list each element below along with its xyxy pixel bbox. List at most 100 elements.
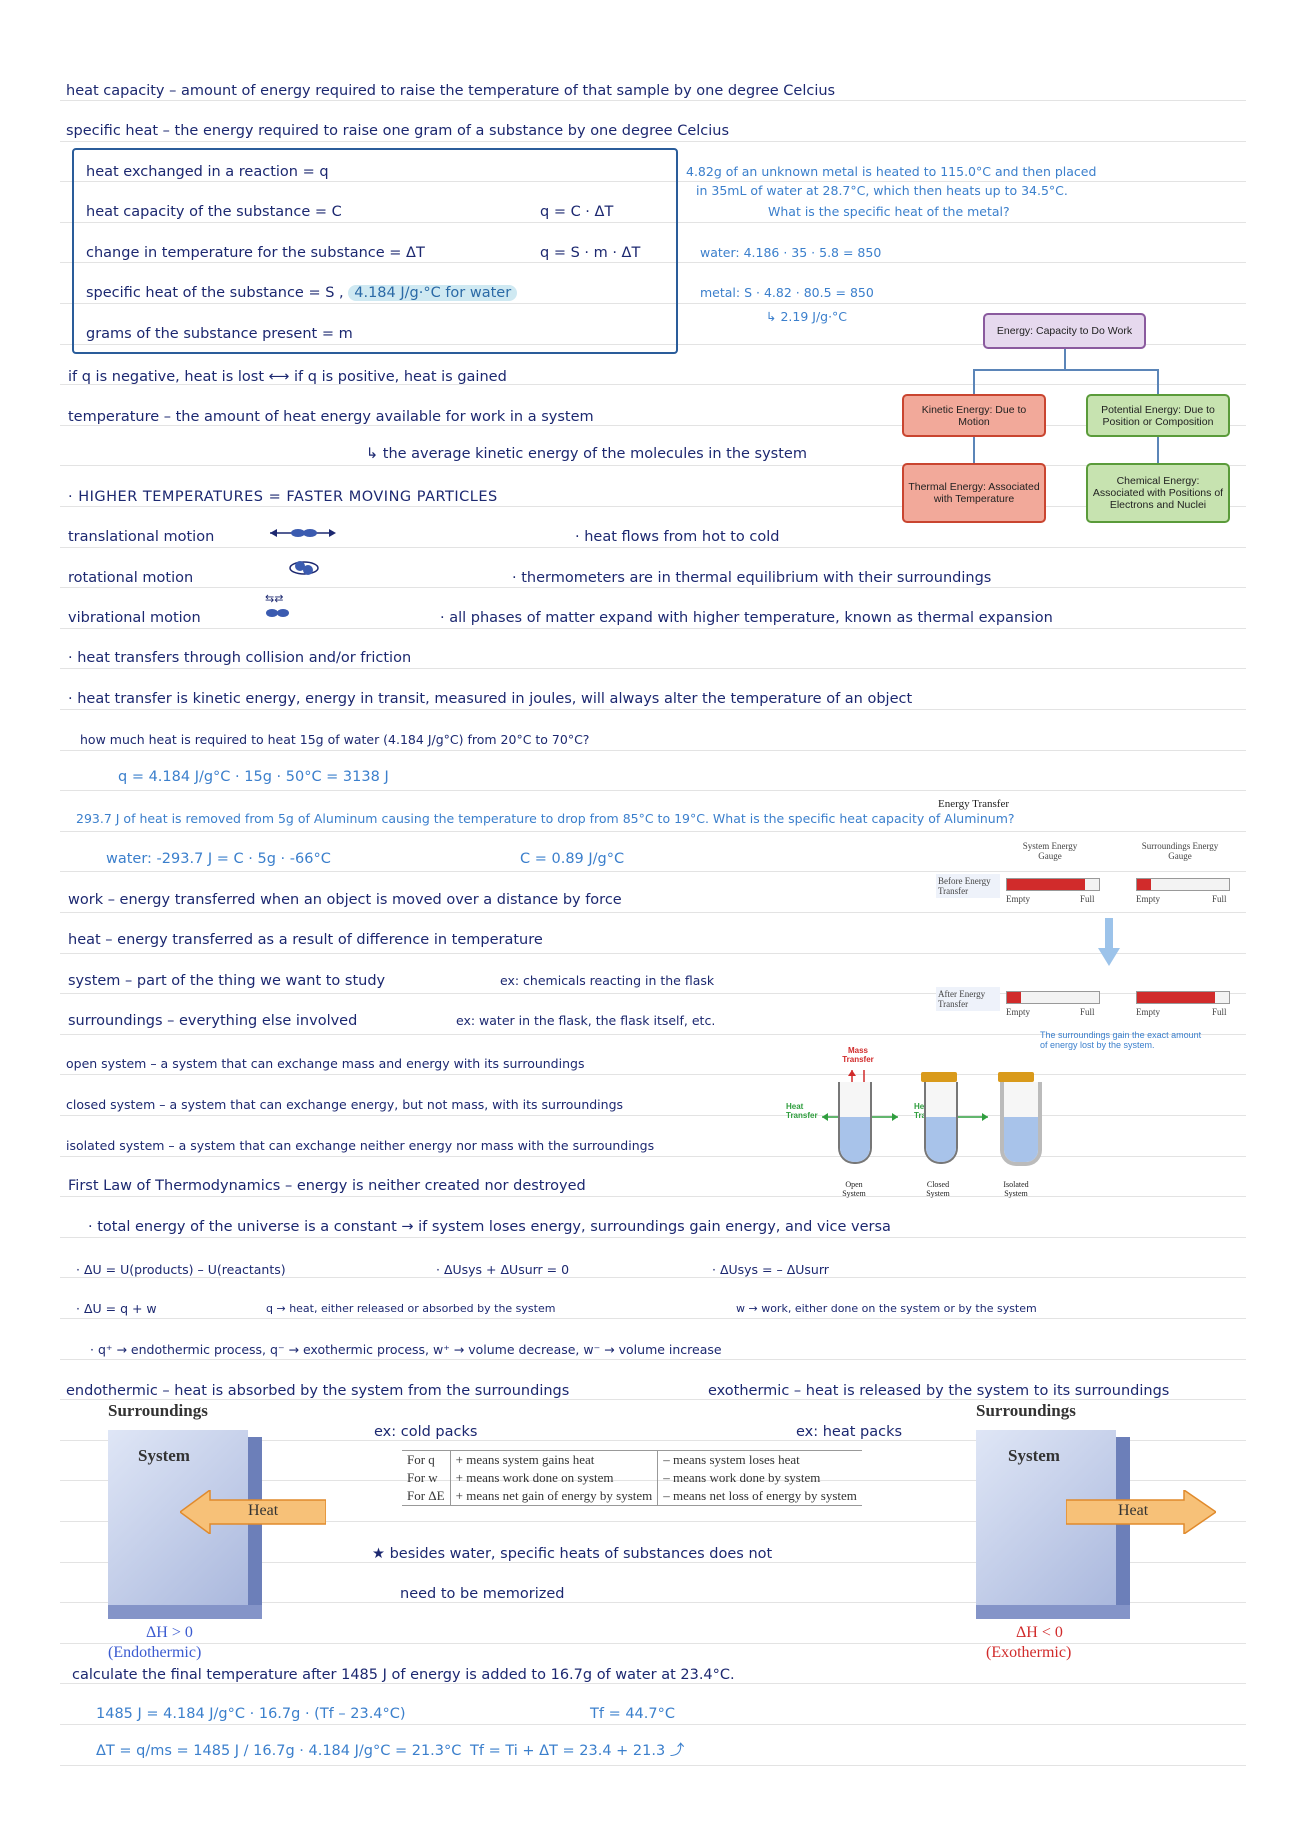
higher-temperatures: · HIGHER TEMPERATURES = FASTER MOVING PA… <box>68 489 498 505</box>
problem1-line3: What is the specific heat of the metal? <box>768 204 1010 219</box>
rule-line <box>60 1115 1246 1116</box>
concept-line <box>1064 349 1066 369</box>
rule-line <box>60 668 1246 669</box>
system-example: ex: chemicals reacting in the flask <box>500 973 715 988</box>
table-row: For w+ means work done on system – means … <box>402 1469 862 1487</box>
concept-line <box>973 369 975 394</box>
rule-line <box>60 1724 1246 1725</box>
table-cell: For w <box>402 1469 451 1487</box>
var-m: grams of the substance present = m <box>86 326 353 342</box>
cold-packs-example: ex: cold packs <box>374 1424 478 1440</box>
gauge-fill <box>1007 992 1021 1003</box>
concept-potential: Potential Energy: Due to Position or Com… <box>1086 394 1230 437</box>
isolated-system-tube <box>1000 1082 1042 1166</box>
closed-system-caption: Closed System <box>926 1180 950 1198</box>
svg-text:⇆⇄: ⇆⇄ <box>265 592 283 605</box>
gauge-empty: Empty <box>1006 1007 1030 1017</box>
variables-box <box>72 148 678 354</box>
translational-motion: translational motion <box>68 529 215 545</box>
concept-line <box>1157 437 1159 463</box>
table-cell: For q <box>402 1450 451 1469</box>
energy-transfer-title: Energy Transfer <box>938 798 1009 810</box>
before-surroundings-gauge <box>1136 878 1230 891</box>
open-system-tube <box>838 1082 872 1164</box>
q-sign-rule: if q is negative, heat is lost ⟷ if q is… <box>68 369 507 385</box>
rule-line <box>60 709 1246 710</box>
rule-line <box>60 831 1246 832</box>
q-definition: q → heat, either released or absorbed by… <box>266 1302 556 1315</box>
before-transfer-label: Before Energy Transfer <box>936 874 1000 898</box>
rule-line <box>60 587 1246 588</box>
vibrational-molecule-icon: ⇆⇄ <box>265 592 289 617</box>
vibrational-motion: vibrational motion <box>68 610 201 626</box>
w-definition: w → work, either done on the system or b… <box>736 1302 1037 1315</box>
work-definition: work – energy transferred when an object… <box>68 892 622 908</box>
rotational-molecule-icon <box>289 561 319 575</box>
tube-liquid <box>1004 1117 1038 1162</box>
table-cell: + means work done on system <box>450 1469 659 1487</box>
exo-label: (Exothermic) <box>986 1644 1072 1661</box>
heat-out-arrow-icon <box>1066 1490 1216 1534</box>
concept-line <box>973 369 1159 371</box>
problem4-question: calculate the final temperature after 14… <box>72 1667 735 1683</box>
temperature-definition: temperature – the amount of heat energy … <box>68 409 594 425</box>
delta-u-products: · ΔU = U(products) – U(reactants) <box>76 1262 286 1277</box>
after-system-gauge <box>1006 991 1100 1004</box>
problem1-water: water: 4.186 · 35 · 5.8 = 850 <box>700 245 882 260</box>
surroundings-gauge-label: Surroundings Energy Gauge <box>1141 841 1219 861</box>
problem4-answer-sum: Tf = Ti + ΔT = 23.4 + 21.3 ⤴ <box>470 1743 685 1759</box>
sign-convention-table: For q+ means system gains heat– means sy… <box>402 1450 862 1506</box>
heat-capacity-definition: heat capacity – amount of energy require… <box>66 83 836 99</box>
table-cell: For ΔE <box>402 1487 451 1506</box>
gauge-empty: Empty <box>1006 894 1030 904</box>
isolated-tube-cap <box>998 1072 1034 1082</box>
var-s-label: specific heat of the substance = S , <box>86 285 344 301</box>
collision-friction: · heat transfers through collision and/o… <box>68 650 412 666</box>
translational-arrows-icon <box>270 529 336 537</box>
closed-tube-cap <box>921 1072 957 1082</box>
problem4-answer-equation: 1485 J = 4.184 J/g°C · 16.7g · (Tf – 23.… <box>96 1706 406 1722</box>
exo-heat-label: Heat <box>1118 1502 1149 1519</box>
isolated-system-definition: isolated system – a system that can exch… <box>66 1138 655 1153</box>
gauge-full: Full <box>1080 894 1095 904</box>
delta-u-sum: · ΔUsys + ΔUsurr = 0 <box>436 1262 570 1277</box>
concept-line <box>973 437 975 463</box>
gauge-fill <box>1137 992 1216 1003</box>
table-cell: – means work done by system <box>663 1470 821 1485</box>
down-arrow-icon <box>1098 918 1120 966</box>
rule-line <box>60 871 1246 872</box>
var-dt: change in temperature for the substance … <box>86 245 425 261</box>
isolated-system-caption: Isolated System <box>1003 1180 1029 1198</box>
concept-chemical: Chemical Energy: Associated with Positio… <box>1086 463 1230 523</box>
gauge-full: Full <box>1212 894 1227 904</box>
rule-line <box>60 953 1246 954</box>
heat-definition: heat – energy transferred as a result of… <box>68 932 543 948</box>
table-cell: + means system gains heat <box>450 1450 659 1469</box>
problem4-answer-dt: ΔT = q/ms = 1485 J / 16.7g · 4.184 J/g°C… <box>96 1743 462 1759</box>
table-cell: + means net gain of energy by system <box>450 1487 659 1506</box>
endo-surroundings-label: Surroundings <box>108 1401 208 1420</box>
total-energy-constant: · total energy of the universe is a cons… <box>88 1219 891 1235</box>
delta-u-equal: · ΔUsys = – ΔUsurr <box>712 1262 829 1277</box>
rule-line <box>60 1359 1246 1360</box>
table-row: For q+ means system gains heat– means sy… <box>402 1450 862 1469</box>
table-cell: – means net loss of energy by system <box>657 1487 862 1506</box>
problem3-answer-result: C = 0.89 J/g°C <box>520 851 625 867</box>
problem1-metal: metal: S · 4.82 · 80.5 = 850 <box>700 285 874 300</box>
system-definition: system – part of the thing we want to st… <box>68 973 386 989</box>
problem3-question: 293.7 J of heat is removed from 5g of Al… <box>76 811 1015 826</box>
equation-q-s-m-dt: q = S · m · ΔT <box>540 245 641 261</box>
endo-label: (Endothermic) <box>108 1644 202 1661</box>
concept-thermal: Thermal Energy: Associated with Temperat… <box>902 463 1046 523</box>
system-gauge-label: System Energy Gauge <box>1022 841 1078 861</box>
heat-packs-example: ex: heat packs <box>796 1424 903 1440</box>
rule-line <box>60 141 1246 142</box>
gauge-full: Full <box>1080 1007 1095 1017</box>
rule-line <box>60 750 1246 751</box>
gauge-fill <box>1137 879 1151 890</box>
mass-transfer-label: Mass Transfer <box>842 1046 874 1064</box>
rule-line <box>60 1196 1246 1197</box>
gauge-fill <box>1007 879 1086 890</box>
closed-system-definition: closed system – a system that can exchan… <box>66 1097 624 1112</box>
open-system-definition: open system – a system that can exchange… <box>66 1056 585 1071</box>
